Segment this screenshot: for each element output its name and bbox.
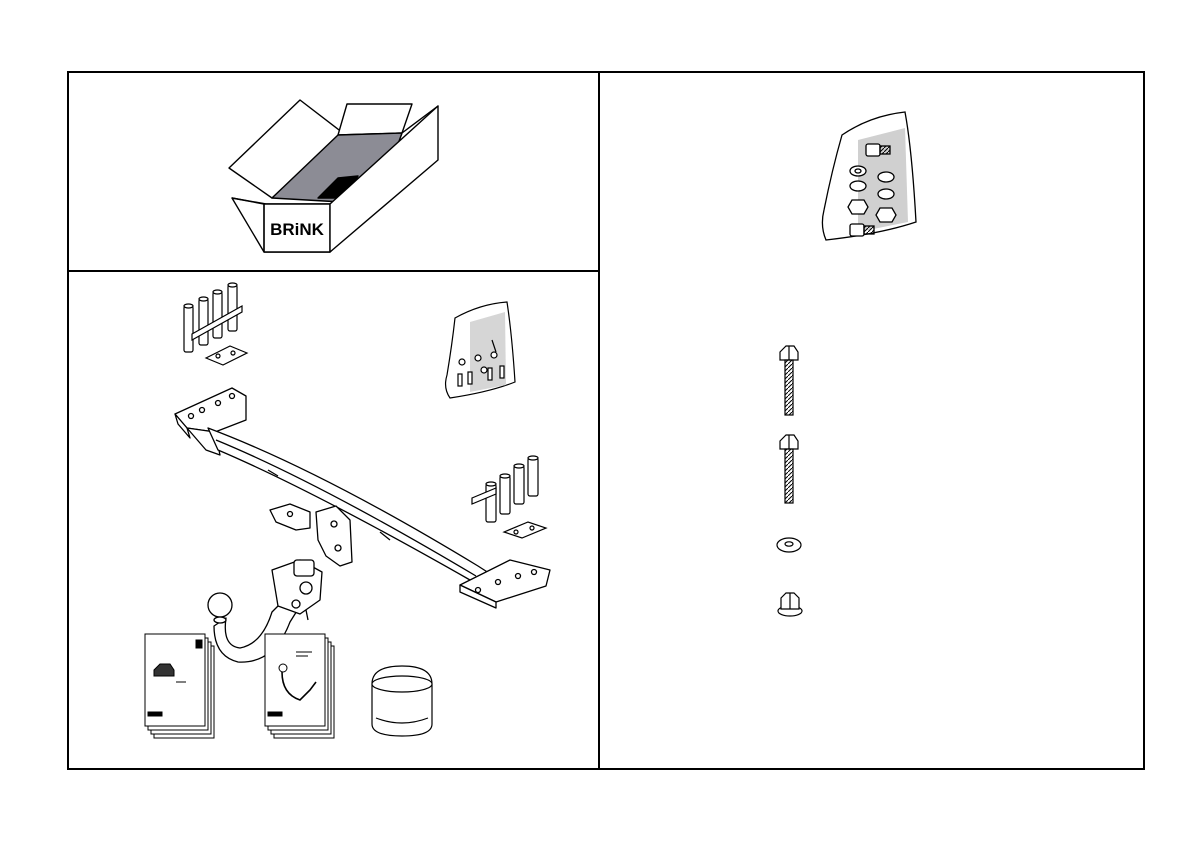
- fastener-bag-icon: [822, 112, 916, 240]
- spacer-tubes-left-icon: [184, 283, 247, 365]
- spacer-tubes-right-icon: [472, 456, 546, 538]
- ball-cap-icon: [372, 666, 432, 736]
- hex-bolt-long-icon: [780, 435, 798, 503]
- washer-icon: [777, 538, 801, 552]
- cardboard-box-icon: BRiNK: [229, 100, 438, 252]
- hex-bolt-short-icon: [780, 346, 798, 415]
- brand-logo: BRiNK: [270, 220, 325, 239]
- vehicle-manual-icon: [145, 634, 214, 738]
- fastener-bag-small-icon: [446, 302, 515, 398]
- flange-nut-icon: [778, 593, 802, 616]
- towbar-manual-icon: [265, 634, 334, 738]
